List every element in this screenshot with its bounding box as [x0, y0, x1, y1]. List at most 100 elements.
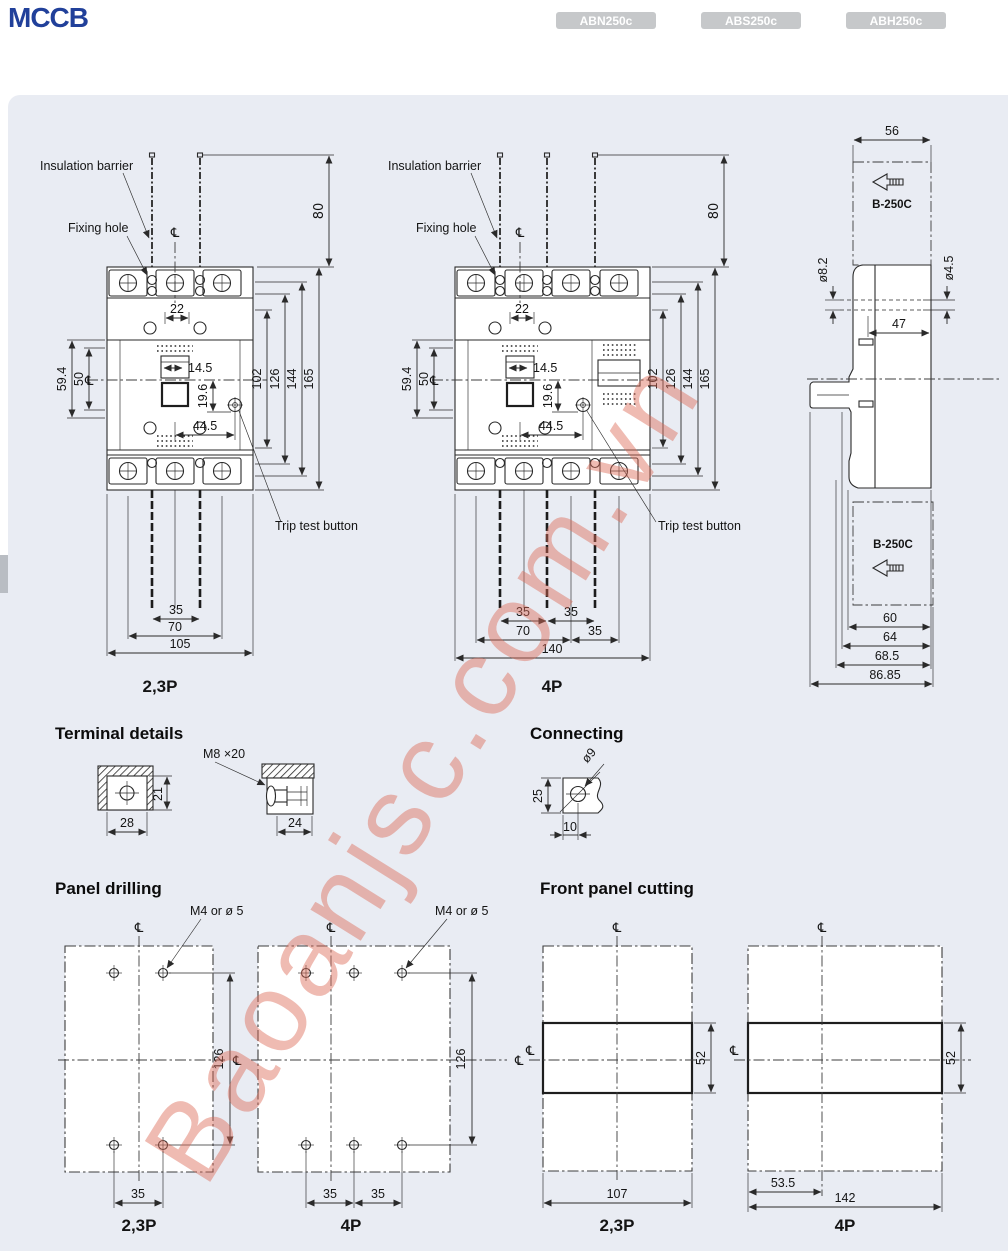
terminal-details-title: Terminal details: [55, 724, 184, 743]
pole-label-4p: 4P: [341, 1216, 362, 1235]
dim-35: 35: [169, 603, 183, 617]
fixing-hole-label: Fixing hole: [416, 221, 476, 235]
callouts: Insulation barrier Fixing hole Trip test…: [40, 159, 358, 533]
terminal-cups-bottom: [108, 457, 242, 485]
breaker-body: [106, 266, 254, 491]
dim-107: 107: [607, 1187, 628, 1201]
dim-68-5: 68.5: [875, 649, 899, 663]
screw-spec-label: M8 ×20: [203, 747, 245, 761]
dim-52: 52: [694, 1051, 708, 1065]
off-arrow-icon: [871, 559, 904, 577]
dim-19-6: 19.6: [196, 384, 210, 408]
dim-64: 64: [883, 630, 897, 644]
trip-test-button: [227, 397, 243, 413]
breaker-body: [454, 266, 651, 491]
aux-block: [597, 344, 641, 405]
cutting-view-4p: ℄ ℄ 52 53.5 142 4P: [729, 921, 971, 1235]
dim-126: 126: [268, 369, 282, 390]
dimensions: 80 102 126 144 165 59.4 50 22 14.5: [400, 154, 729, 662]
tab-abn250c: ABN250c: [556, 12, 656, 29]
centerline-symbol: ℄: [84, 374, 94, 389]
insulation-barrier-profile-bottom: [852, 501, 934, 606]
dim-44-5: 44.5: [193, 419, 217, 433]
connection-bar: [562, 777, 604, 814]
off-arrow-icon: [871, 173, 904, 191]
side-view-drawing: 56 B-250C ø8.2 ø4.5 47 B-250C: [807, 124, 1000, 688]
dim-144: 144: [681, 369, 695, 390]
mounting-hole-lines: [825, 299, 955, 311]
dim-102: 102: [250, 369, 264, 390]
trip-test-button: [575, 397, 591, 413]
terminal-cups-top: [456, 269, 639, 297]
trip-test-button-label: Trip test button: [275, 519, 358, 533]
dim-35c: 35: [588, 624, 602, 638]
dim-14-5: 14.5: [533, 361, 557, 375]
model-label: B-250C: [872, 199, 912, 211]
dim-53-5: 53.5: [771, 1176, 795, 1190]
dim-105: 105: [170, 637, 191, 651]
centerline-symbol: ℄: [817, 921, 827, 936]
drill-holes: [298, 965, 410, 1153]
pole-label-23p: 2,3P: [143, 677, 178, 696]
dim-52: 52: [944, 1051, 958, 1065]
dim-70: 70: [168, 620, 182, 634]
pole-label-23p: 2,3P: [122, 1216, 157, 1235]
dim-22: 22: [515, 302, 529, 316]
dim-28: 28: [120, 816, 134, 830]
dim-14-5: 14.5: [188, 361, 212, 375]
centerline-symbol: ℄: [326, 921, 336, 936]
trip-test-button-label: Trip test button: [658, 519, 741, 533]
insulation-barrier-profile-top: [852, 161, 932, 266]
centerline-symbol: ℄: [134, 921, 144, 936]
dim-24: 24: [288, 816, 302, 830]
dim-144: 144: [285, 369, 299, 390]
dim-165: 165: [698, 369, 712, 390]
model-label: B-250C: [873, 539, 913, 551]
connecting-title: Connecting: [530, 724, 624, 743]
dim-102: 102: [646, 369, 660, 390]
dim-80: 80: [707, 203, 722, 220]
dim-70: 70: [516, 624, 530, 638]
dim-10: 10: [563, 820, 577, 834]
centerline-symbol: ℄: [170, 226, 180, 241]
dim-25: 25: [531, 789, 545, 803]
insulation-barrier-label: Insulation barrier: [388, 159, 481, 173]
cutout-4p: [746, 1021, 944, 1095]
dim-59-4: 59.4: [400, 367, 414, 391]
panel-drilling-drawing: ℄ ℄ M4 or ø 5 126 35 2,3P ℄ ℄: [58, 904, 524, 1235]
drilling-view-4p: ℄ ℄ M4 or ø 5 126 35 35 4P: [251, 904, 524, 1235]
centerline-symbol: ℄: [729, 1044, 739, 1059]
dim-19-6: 19.6: [541, 384, 555, 408]
page-title: MCCB: [8, 2, 89, 33]
dim-hole-8-2: ø8.2: [816, 257, 830, 282]
drill-holes: [106, 965, 171, 1153]
dim-60: 60: [883, 611, 897, 625]
fixing-hole-label: Fixing hole: [68, 221, 128, 235]
dim-56: 56: [885, 124, 899, 138]
centerline-symbol: ℄: [514, 1054, 524, 1069]
page-edge-tab: [0, 555, 8, 593]
bottom-conductors: [150, 490, 202, 608]
pole-label-23p: 2,3P: [600, 1216, 635, 1235]
dim-126: 126: [212, 1049, 226, 1070]
dim-35a: 35: [516, 605, 530, 619]
dim-35: 35: [131, 1187, 145, 1201]
mounting-plate-hatched: [261, 763, 315, 779]
centerline-symbol: ℄: [429, 374, 439, 389]
hole-dims: ø8.2 ø4.5: [816, 255, 956, 324]
tab-abs250c: ABS250c: [701, 12, 801, 29]
svg-defs: [0, 0, 1, 1]
bottom-conductors: [498, 490, 597, 608]
pole-label-4p: 4P: [835, 1216, 856, 1235]
dim-80: 80: [312, 203, 327, 220]
tab-abh250c: ABH250c: [846, 12, 946, 29]
handle: [502, 345, 538, 447]
dim-50: 50: [417, 372, 431, 386]
dim-140: 140: [542, 642, 563, 656]
dimensions: 80 102 126 144 165 59.4 50 22 14.5: [55, 154, 334, 657]
panel-drilling-title: Panel drilling: [55, 879, 162, 898]
cutting-view-23p: ℄ ℄ 52 107 2,3P: [525, 921, 716, 1235]
pole-label-4p: 4P: [542, 677, 563, 696]
depth-dims: 60 64 68.5 86.85: [809, 412, 934, 688]
dim-35b: 35: [371, 1187, 385, 1201]
